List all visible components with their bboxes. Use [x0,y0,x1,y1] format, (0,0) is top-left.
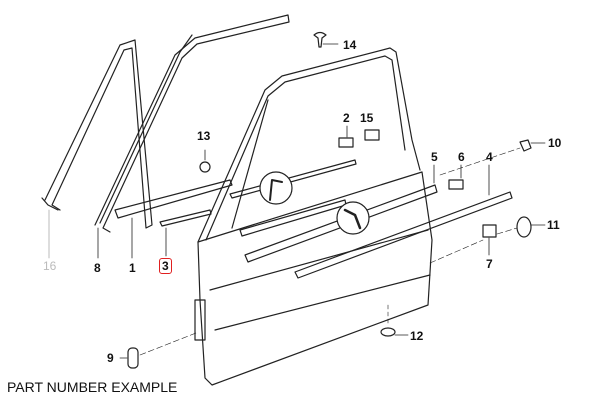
part-label-14[interactable]: 14 [343,38,357,52]
part-label-3-highlighted[interactable]: 3 [159,258,172,274]
part-label-15[interactable]: 15 [360,111,374,125]
part-label-13[interactable]: 13 [197,129,211,143]
part-label-10[interactable]: 10 [548,136,562,150]
part-label-5[interactable]: 5 [431,150,438,164]
part-label-11[interactable]: 11 [547,218,560,232]
part-3-strip [159,209,212,257]
part-label-1[interactable]: 1 [129,261,136,275]
part-label-8[interactable]: 8 [94,261,101,275]
part-16-seal [41,39,153,259]
part-label-4[interactable]: 4 [486,150,493,164]
door-shell [194,47,513,386]
part-label-9[interactable]: 9 [107,351,114,365]
part-label-12[interactable]: 12 [410,329,424,343]
part-1-belt-strip [114,179,233,259]
part-label-7[interactable]: 7 [486,257,493,271]
fasteners [119,31,546,369]
part-8-window-channel [94,14,290,259]
part-label-2[interactable]: 2 [343,111,350,125]
part-label-16[interactable]: 16 [43,259,57,273]
part-label-6[interactable]: 6 [458,150,465,164]
caption: PART NUMBER EXAMPLE [7,379,178,395]
